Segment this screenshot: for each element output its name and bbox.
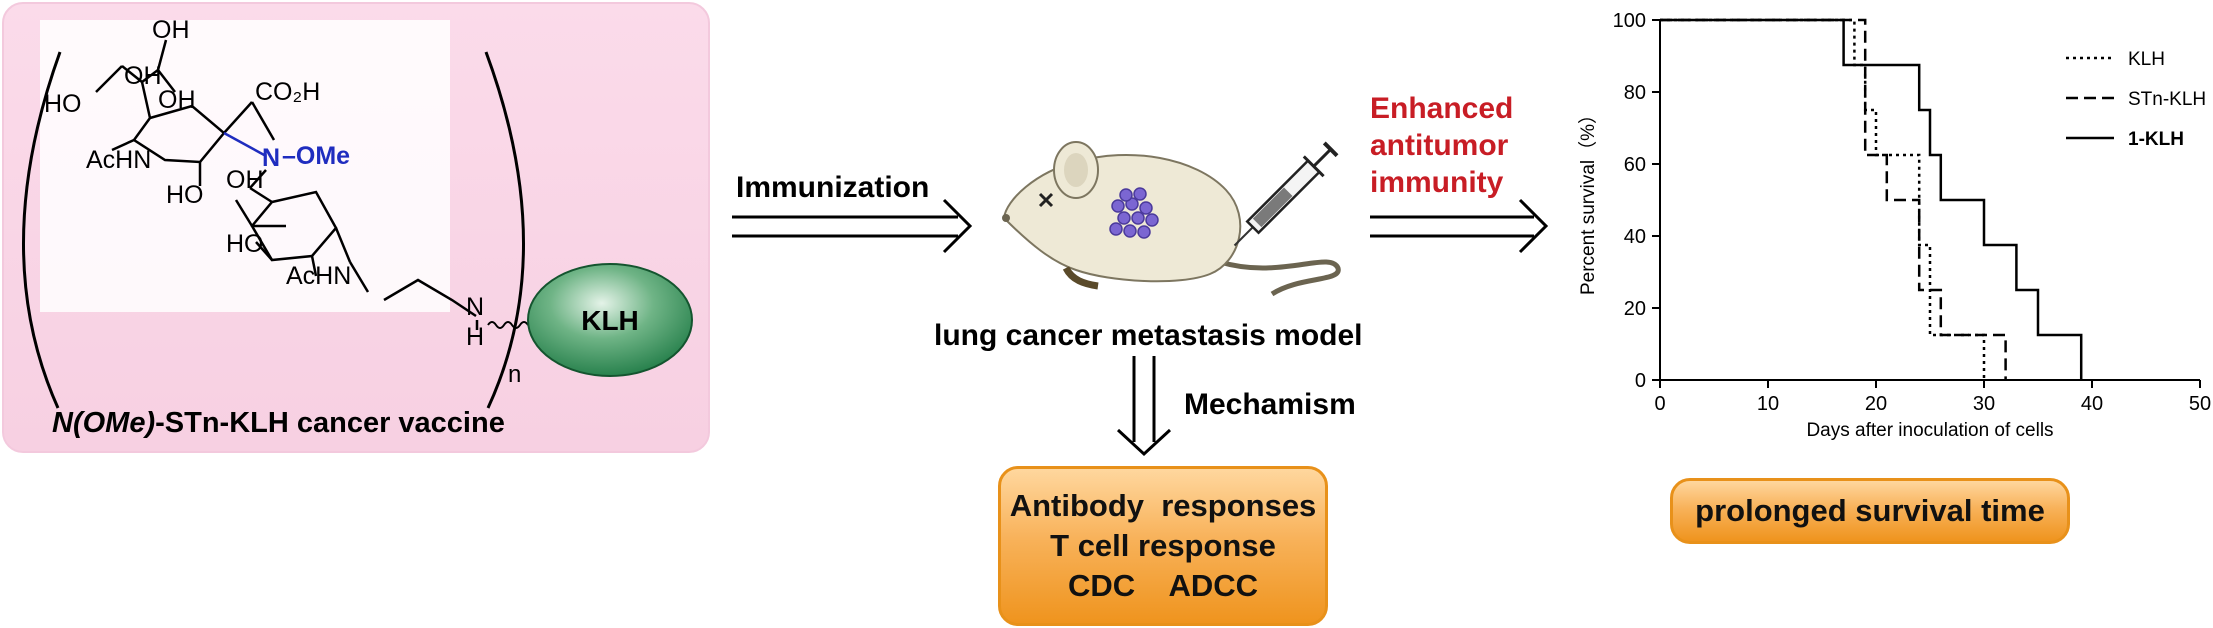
mouse-eye-x-icon	[1038, 192, 1054, 208]
atom-nh: N	[466, 293, 484, 321]
y-tick-label: 80	[1624, 82, 1646, 104]
x-tick-label: 10	[1757, 393, 1779, 415]
atom-ho-left: HO	[44, 90, 82, 118]
mechanism-line-antibody: Antibody responses	[1009, 488, 1317, 523]
y-tick-label: 40	[1624, 226, 1646, 248]
atom-oh3: OH	[152, 16, 190, 44]
enhanced-label: Enhanced antitumor immunity	[1370, 92, 1513, 199]
mechanism-line-cdc-adcc: CDC ADCC	[1067, 568, 1258, 603]
immunization-arrow	[732, 198, 973, 254]
vaccine-caption-italic: N(OMe)	[52, 407, 155, 439]
syringe-icon	[1233, 141, 1339, 247]
mechanism-arrow	[1116, 356, 1172, 457]
mouse-tail	[1219, 259, 1341, 297]
mouse-leg	[1062, 266, 1099, 290]
left-bracket	[22, 51, 62, 409]
atom-ome: –OMe	[282, 142, 350, 170]
methoxyamine-labels: N –OMe	[262, 142, 350, 172]
y-tick-label: 60	[1624, 154, 1646, 176]
atom-ho2: HO	[166, 181, 204, 209]
right-bracket	[484, 51, 525, 409]
chart-legend: KLH STn-KLH 1-KLH	[2066, 49, 2206, 150]
legend-label: STn-KLH	[2128, 89, 2206, 110]
legend-label: KLH	[2128, 49, 2165, 70]
linker-bond	[249, 169, 267, 189]
chart-series	[1660, 18, 2083, 380]
atom-n-ome: N	[262, 144, 280, 172]
tumor-icon	[1109, 187, 1159, 239]
mouse-nose	[1002, 214, 1010, 222]
klh-carrier-label: KLH	[581, 305, 639, 336]
klh-carrier	[527, 263, 693, 377]
nome-bond	[223, 131, 267, 158]
wavy-bond	[487, 321, 529, 329]
series-1-klh	[1660, 18, 2083, 380]
atom-achn1: AcHN	[86, 146, 151, 174]
atom-nh-h: H	[466, 323, 484, 351]
model-label: lung cancer metastasis model	[934, 319, 1363, 352]
outcome-box: prolonged survival time	[1670, 478, 2070, 544]
vaccine-caption: N(OMe)-STn-KLH cancer vaccine	[52, 407, 505, 439]
atom-oh1: OH	[124, 62, 162, 90]
series-klh	[1660, 18, 1986, 380]
legend-label: 1-KLH	[2128, 129, 2184, 150]
y-axis-label: Percent survival（%）	[1577, 105, 1599, 295]
enhanced-line1: Enhanced	[1370, 92, 1513, 125]
x-axis-label: Days after inoculation of cells	[1806, 420, 2053, 441]
repeat-subscript: n	[508, 361, 521, 388]
series-stn-klh	[1660, 18, 2007, 380]
mouse-illustration	[1002, 141, 1341, 297]
x-tick-label: 40	[2081, 393, 2103, 415]
outcome-label: prolonged survival time	[1695, 493, 2045, 528]
y-tick-label: 0	[1635, 370, 1646, 392]
galnac-bonds	[234, 186, 479, 330]
atom-ho3: HO	[226, 230, 264, 258]
y-tick-label: 20	[1624, 298, 1646, 320]
atom-oh4: OH	[226, 166, 264, 194]
x-tick-label: 0	[1654, 393, 1665, 415]
immunization-label: Immunization	[736, 171, 929, 204]
atom-oh2: OH	[158, 86, 196, 114]
mouse-ear-inner	[1064, 153, 1088, 187]
enhanced-line3: immunity	[1370, 166, 1504, 199]
sialic-acid-bonds	[95, 39, 276, 186]
enhanced-line2: antitumor	[1370, 129, 1509, 162]
atom-labels: OH OH OH HO CO₂H AcHN HO OH HO AcHN N H	[44, 16, 484, 351]
mechanism-box: Antibody responses T cell response CDC A…	[998, 466, 1328, 626]
x-tick-label: 20	[1865, 393, 1887, 415]
enhanced-arrow	[1370, 198, 1549, 254]
mechanism-label: Mechamism	[1184, 388, 1356, 421]
mechanism-line-tcell: T cell response	[1050, 528, 1276, 563]
atom-co2h: CO₂H	[255, 78, 320, 106]
y-tick-label: 100	[1613, 10, 1646, 32]
atom-achn2: AcHN	[286, 262, 351, 290]
x-tick-label: 50	[2189, 393, 2211, 415]
structure-backdrop	[40, 20, 450, 312]
vaccine-caption-rest: -STn-KLH cancer vaccine	[155, 407, 505, 439]
x-tick-label: 30	[1973, 393, 1995, 415]
